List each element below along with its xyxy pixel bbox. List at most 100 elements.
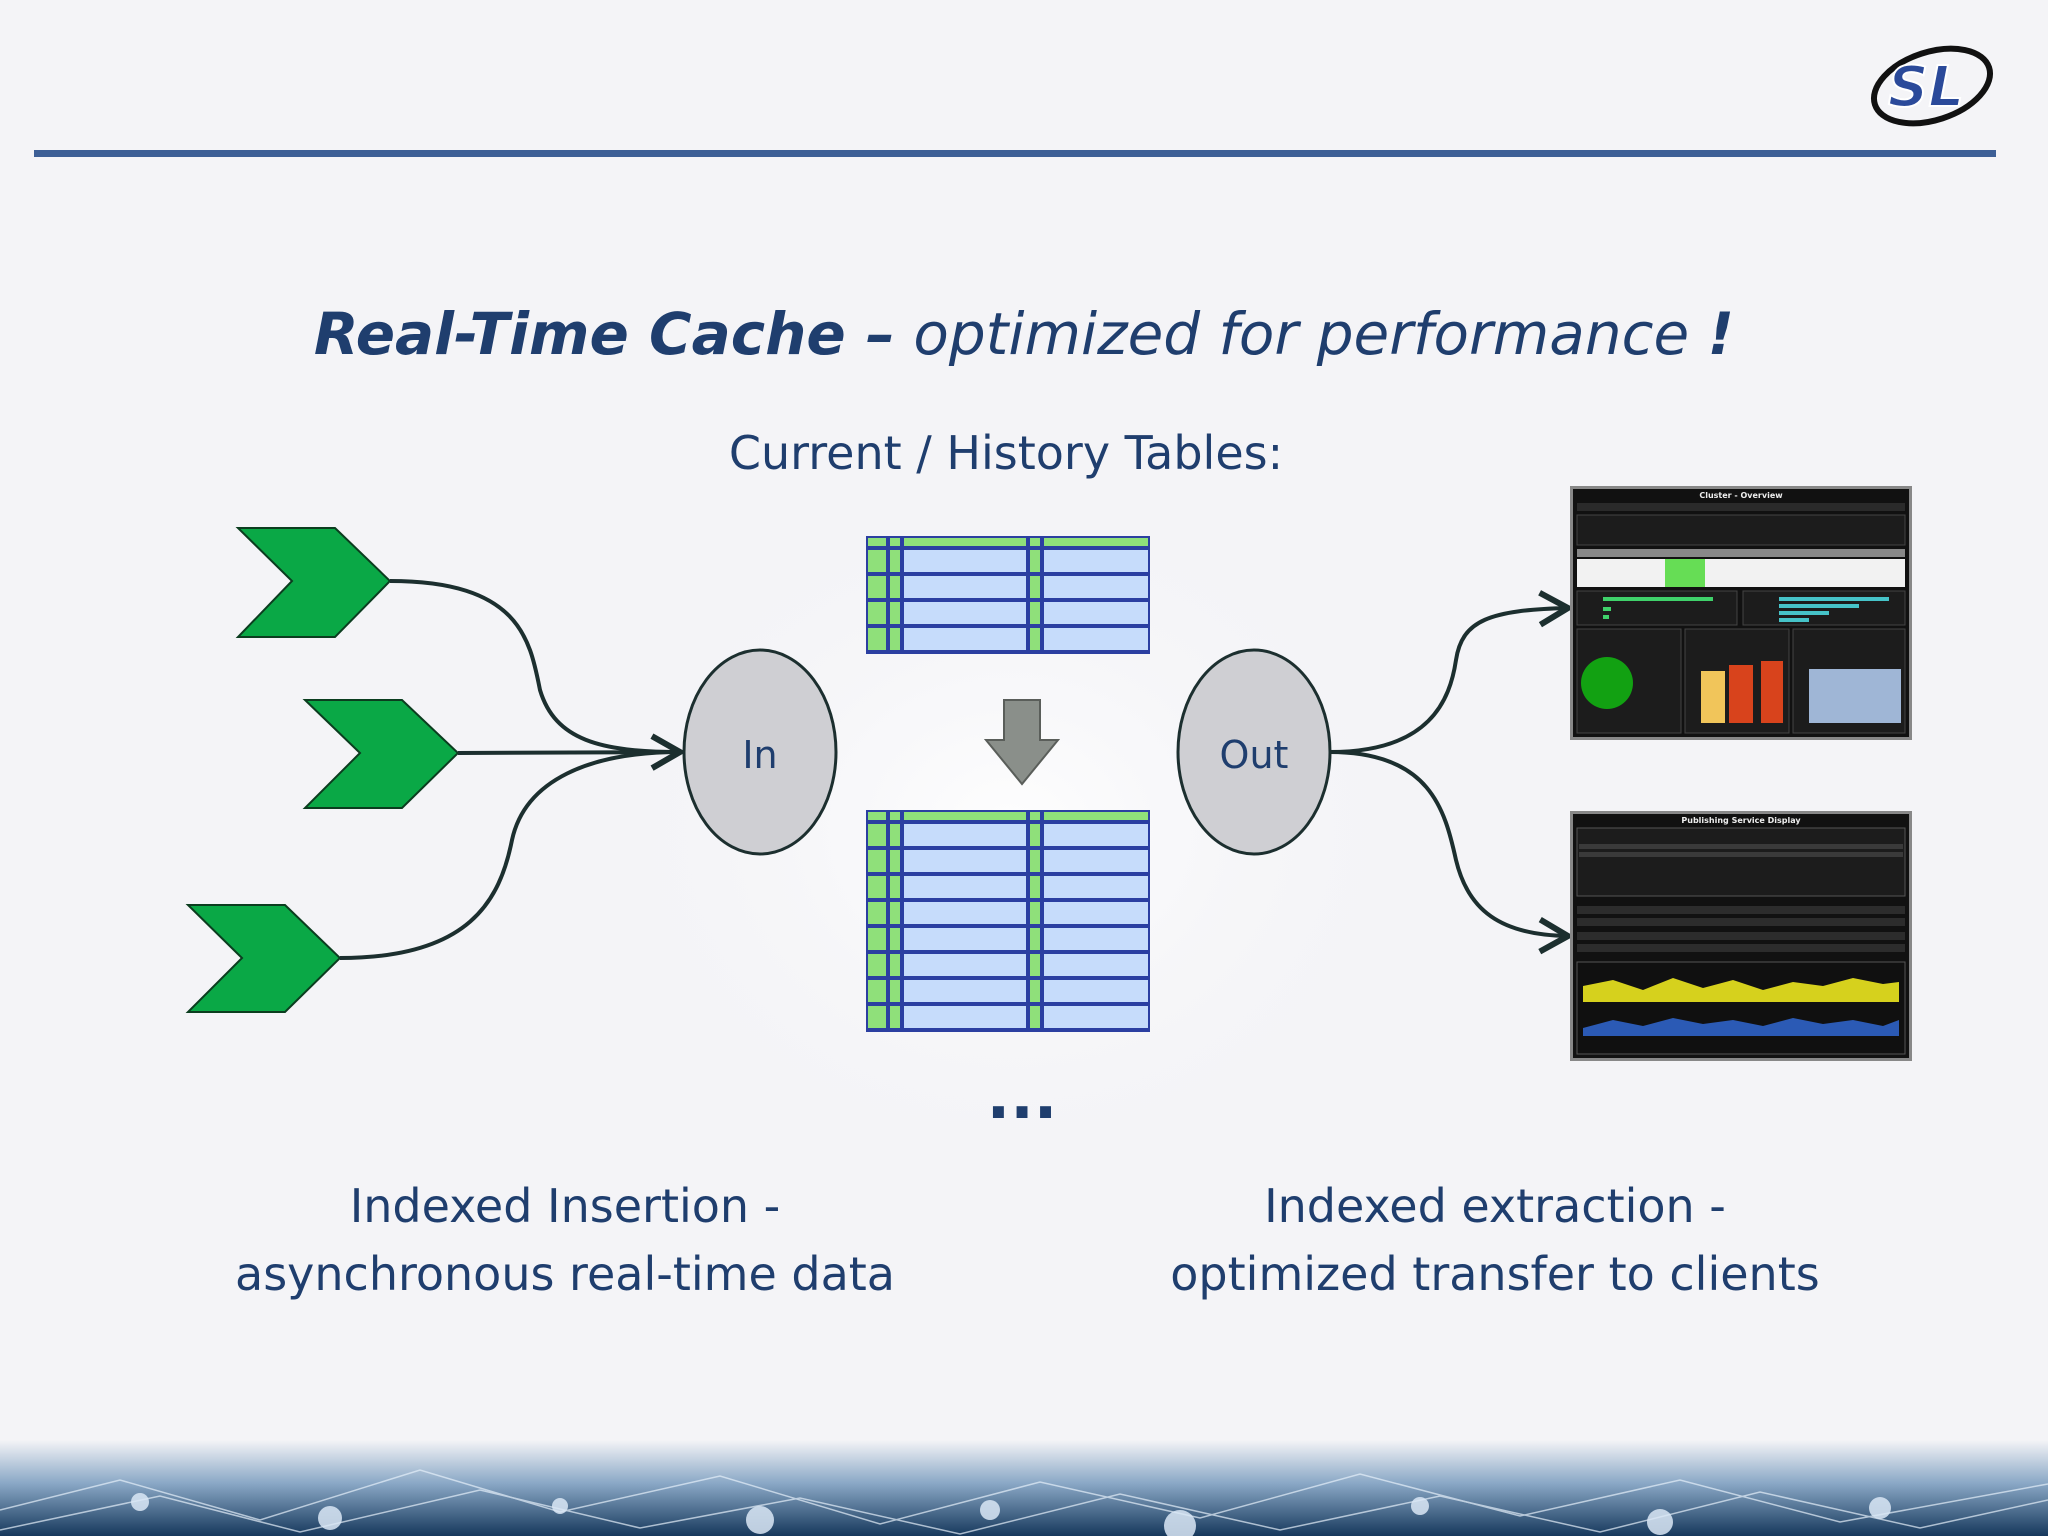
slide-title: Real-Time Cache – optimized for performa… [0, 300, 2048, 368]
title-strong: Real-Time Cache – [313, 300, 895, 368]
svg-text:SL: SL [1888, 55, 1964, 120]
current-table-cell [1044, 550, 1148, 572]
source-chevron-icon [302, 699, 460, 809]
down-arrow-icon [983, 699, 1061, 786]
history-table-header-cell [890, 812, 900, 820]
history-table-cell [904, 902, 1026, 924]
current-table-cell [890, 550, 900, 572]
history-table-cell [1030, 1006, 1040, 1028]
input-connector [389, 579, 681, 754]
history-table-cell [1044, 824, 1148, 846]
history-table-cell [1030, 850, 1040, 872]
history-table-cell [1044, 1006, 1148, 1028]
history-table-cell [868, 928, 886, 950]
current-table-header-cell [868, 538, 886, 546]
in-node-label: In [742, 733, 777, 777]
history-table-cell [890, 824, 900, 846]
current-table-cell [1030, 602, 1040, 624]
slide-subtitle: Current / History Tables: [728, 426, 1284, 480]
output-connector [1329, 750, 1575, 955]
current-table-header-cell [890, 538, 900, 546]
history-table-cell [1030, 876, 1040, 898]
insertion-caption: Indexed Insertion - asynchronous real-ti… [170, 1172, 960, 1308]
current-table-cell [890, 602, 900, 624]
history-table-cell [1044, 954, 1148, 976]
cluster-overview-screenshot: Cluster - Overview [1570, 486, 1912, 740]
current-table-header-cell [1044, 538, 1148, 546]
cluster-overview-mock [1576, 503, 1906, 734]
history-table-cell [1030, 954, 1040, 976]
history-table-cell [868, 876, 886, 898]
history-table [866, 810, 1150, 1032]
current-table-cell [904, 628, 1026, 650]
publishing-service-mock [1576, 827, 1906, 1055]
current-table-cell [868, 628, 886, 650]
history-table-cell [890, 980, 900, 1002]
current-table-cell [904, 602, 1026, 624]
current-table-header-cell [904, 538, 1026, 546]
current-table [866, 536, 1150, 654]
extraction-caption-line-1: Indexed extraction - [1264, 1179, 1726, 1233]
current-table-cell [868, 602, 886, 624]
history-table-cell [890, 876, 900, 898]
current-table-cell [1044, 628, 1148, 650]
history-table-cell [1030, 980, 1040, 1002]
history-table-cell [904, 850, 1026, 872]
source-chevron-icon [235, 527, 392, 638]
history-table-cell [904, 980, 1026, 1002]
current-table-cell [1030, 576, 1040, 598]
history-table-cell [868, 902, 886, 924]
history-table-cell [1030, 928, 1040, 950]
sl-logo: SL [1870, 45, 1994, 127]
insertion-caption-line-2: asynchronous real-time data [235, 1247, 895, 1301]
history-table-cell [904, 954, 1026, 976]
history-table-cell [904, 876, 1026, 898]
publishing-service-screenshot: Publishing Service Display [1570, 811, 1912, 1061]
title-rest: optimized for performance [913, 300, 1690, 368]
history-table-header-cell [868, 812, 886, 820]
history-table-cell [868, 1006, 886, 1028]
extraction-caption: Indexed extraction - optimized transfer … [1100, 1172, 1890, 1308]
history-table-cell [868, 980, 886, 1002]
history-table-cell [890, 902, 900, 924]
history-table-cell [868, 954, 886, 976]
current-table-cell [1044, 576, 1148, 598]
history-table-cell [904, 824, 1026, 846]
history-table-cell [1044, 980, 1148, 1002]
history-table-cell [1044, 850, 1148, 872]
history-table-header-cell [1044, 812, 1148, 820]
history-table-cell [890, 954, 900, 976]
history-table-cell [868, 850, 886, 872]
current-table-cell [868, 576, 886, 598]
publishing-service-title: Publishing Service Display [1681, 816, 1801, 825]
history-table-cell [1044, 876, 1148, 898]
current-table-cell [890, 576, 900, 598]
source-chevron-icon [185, 904, 342, 1013]
out-node-label: Out [1220, 733, 1289, 777]
history-table-cell [904, 928, 1026, 950]
current-table-cell [1030, 628, 1040, 650]
history-table-cell [904, 1006, 1026, 1028]
footer-network-band [0, 1440, 2048, 1536]
current-table-cell [868, 550, 886, 572]
history-table-cell [890, 1006, 900, 1028]
input-connector [339, 750, 681, 960]
current-table-cell [1030, 550, 1040, 572]
more-tables-ellipsis: ... [987, 1060, 1058, 1133]
history-table-header-cell [1030, 812, 1040, 820]
in-node [682, 648, 838, 856]
current-table-cell [904, 576, 1026, 598]
current-table-cell [890, 628, 900, 650]
history-table-cell [1030, 824, 1040, 846]
history-table-cell [1044, 928, 1148, 950]
history-table-cell [890, 850, 900, 872]
current-table-cell [904, 550, 1026, 572]
history-table-cell [890, 928, 900, 950]
cluster-overview-title: Cluster - Overview [1699, 491, 1783, 500]
header-rule [34, 150, 1996, 157]
insertion-caption-line-1: Indexed Insertion - [349, 1179, 781, 1233]
extraction-caption-line-2: optimized transfer to clients [1170, 1247, 1820, 1301]
current-table-cell [1044, 602, 1148, 624]
history-table-cell [1044, 902, 1148, 924]
